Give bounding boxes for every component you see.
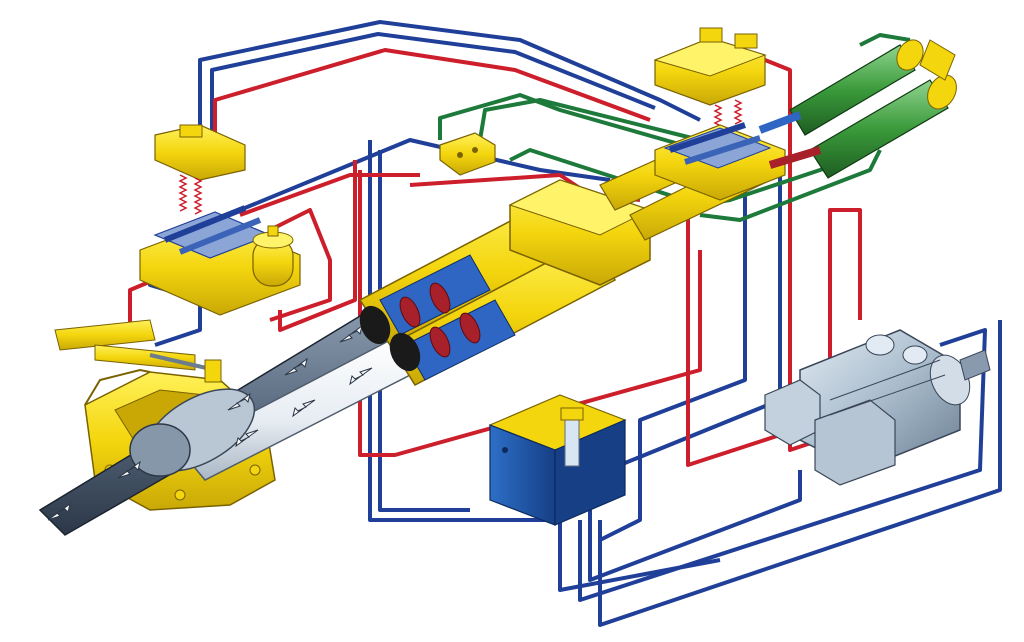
pilot-valve-center-port: [472, 147, 478, 153]
return-line-pump: [578, 328, 987, 602]
return-line-top-loop: [198, 20, 701, 138]
pump-motor-link: [959, 349, 991, 381]
valve-spool-left: [163, 205, 247, 243]
flow-arrow-icon: [292, 399, 316, 418]
agitator-link: [204, 359, 222, 383]
valve-spool-right-2: [684, 135, 761, 165]
pump-flange-front: [814, 399, 896, 486]
flow-arrow-icon: [235, 429, 259, 448]
valve-springs: [178, 174, 203, 215]
flow-arrow-icon: [284, 357, 308, 376]
valve-top-right: [663, 127, 772, 169]
control-valve-block-right: [654, 122, 786, 201]
pump-rib: [829, 374, 946, 416]
return-line-right: [599, 160, 747, 542]
pilot-valve-left: [154, 124, 246, 215]
flow-arrow-icon: [227, 392, 251, 411]
pilot-valve-center-port: [457, 152, 463, 158]
rod-disc: [429, 282, 451, 314]
pilot-valve-center-body: [439, 132, 496, 176]
s-valve-ring: [129, 423, 191, 477]
pilot-line-1: [438, 93, 701, 152]
piston-rods: [399, 282, 481, 358]
pressure-line-right: [764, 58, 821, 452]
flow-arrow-icon: [349, 367, 373, 386]
tank-port: [502, 447, 508, 453]
return-line-pump-2: [588, 470, 802, 582]
accumulator-neck: [267, 225, 279, 237]
spring-icon: [733, 99, 743, 125]
pressure-line-left-2: [239, 173, 420, 217]
return-line-to-tank-2: [378, 150, 470, 512]
swing-rod-upper: [758, 111, 802, 134]
swing-cylinder-upper: [789, 44, 916, 136]
piston-lower: [389, 332, 421, 372]
agitator-rod: [149, 353, 216, 372]
return-line-top-loop-2: [210, 32, 656, 140]
rod-disc: [459, 312, 481, 344]
valve-spool-left-2: [178, 217, 262, 255]
pilot-line-2: [478, 98, 701, 142]
hydraulic-lines: [128, 20, 1002, 627]
agitator-cylinder: [54, 319, 222, 383]
swing-rod-lower: [768, 146, 822, 169]
accumulator: [252, 225, 294, 287]
pilot-valve-center: [439, 132, 496, 176]
pump-port: [902, 345, 928, 365]
flow-arrow-icon: [117, 460, 141, 479]
tank-filter: [564, 417, 580, 467]
swing-cylinders: [758, 39, 957, 179]
swing-pivot: [919, 39, 956, 81]
flow-arrows: [47, 324, 373, 521]
hopper-flange: [84, 368, 151, 406]
rod-disc: [399, 296, 421, 328]
return-line-pump-3: [598, 320, 1002, 627]
rod-disc: [429, 326, 451, 358]
swing-cap-lower: [927, 74, 957, 110]
pressure-line-accumulator: [269, 208, 332, 322]
flow-arrow-icon: [47, 502, 71, 521]
hopper-bolt: [249, 464, 261, 476]
swing-cap-upper: [896, 39, 924, 71]
pump-rib: [829, 359, 941, 401]
swing-cylinder-lower: [809, 79, 949, 179]
pilot-line-4: [699, 149, 882, 222]
spring-icon: [178, 174, 188, 212]
oil-tank: [488, 394, 627, 526]
piston-upper: [359, 305, 391, 345]
hydraulic-pump: [764, 329, 991, 486]
hopper-bolt: [174, 489, 186, 501]
valve-spool-right: [669, 122, 746, 153]
agitator-body-2: [94, 344, 196, 371]
pilot-valve-left-cap: [179, 124, 203, 138]
pilot-line-top: [859, 33, 911, 47]
pilot-valve-top: [653, 27, 767, 130]
tank-filter-cap: [560, 407, 584, 421]
pilot-valve-top-cap: [734, 33, 758, 49]
pressure-line-mid: [278, 160, 357, 332]
pump-port: [865, 334, 895, 356]
spring-icon: [193, 177, 203, 215]
agitator-body: [54, 319, 156, 351]
pressure-line-top: [213, 48, 651, 150]
pilot-valve-top-cap: [699, 27, 723, 43]
